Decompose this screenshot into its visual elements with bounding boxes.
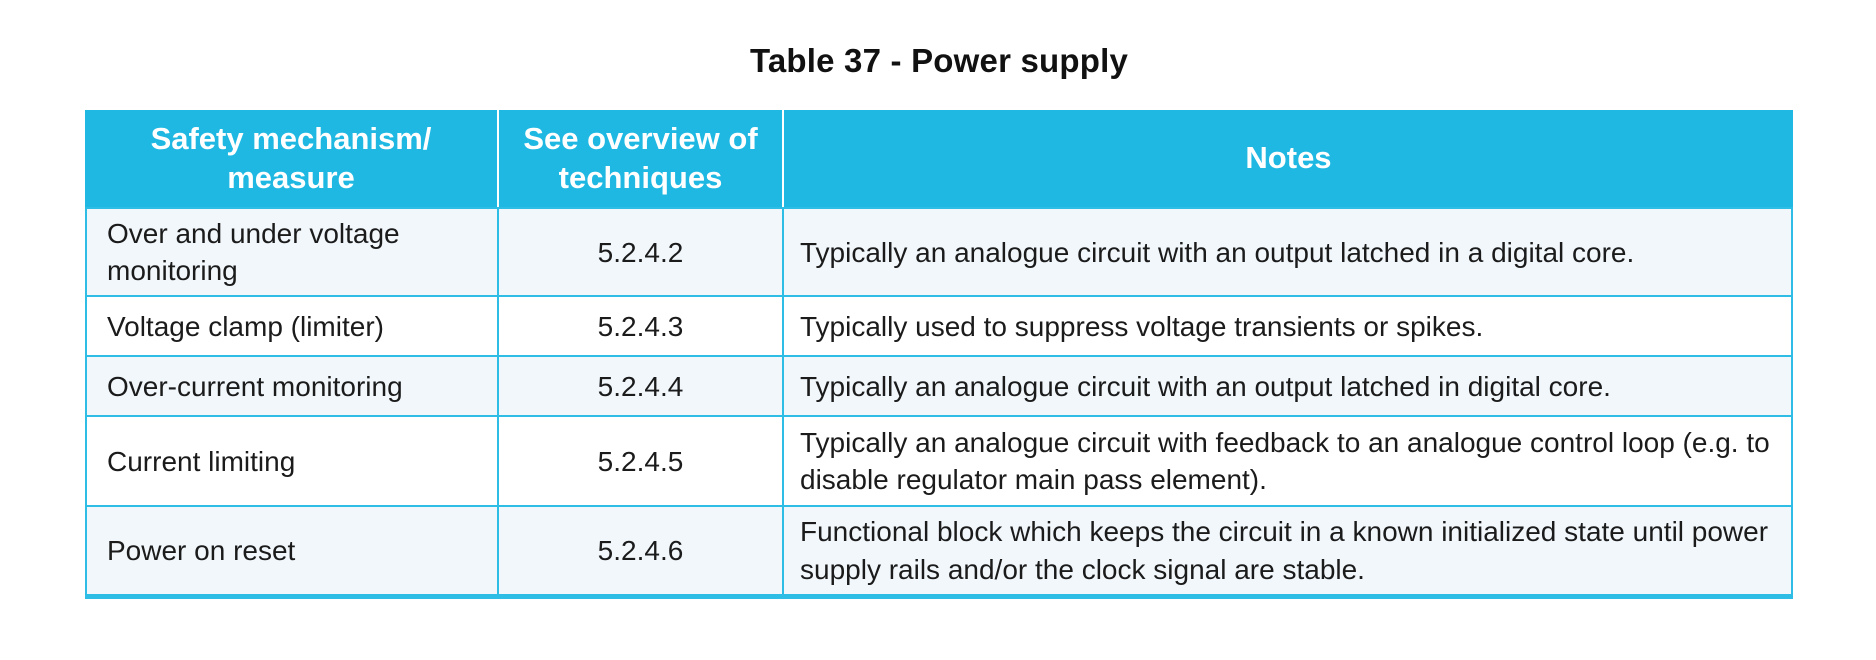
cell-technique: 5.2.4.2 xyxy=(497,207,782,296)
table-row: Power on reset 5.2.4.6 Functional block … xyxy=(85,505,1793,599)
cell-technique: 5.2.4.4 xyxy=(497,355,782,416)
table-row: Over-current monitoring 5.2.4.4 Typicall… xyxy=(85,355,1793,416)
col-header-safety-mechanism: Safety mechanism/ measure xyxy=(85,110,497,207)
cell-mechanism: Voltage clamp (limiter) xyxy=(85,295,497,356)
table-container: Table 37 - Power supply Safety mechanism… xyxy=(85,0,1793,599)
table-caption: Table 37 - Power supply xyxy=(749,42,1129,79)
cell-notes: Typically an analogue circuit with an ou… xyxy=(782,355,1793,416)
col-header-see-overview: See overview of techniques xyxy=(497,110,782,207)
header-row: Safety mechanism/ measure See overview o… xyxy=(85,110,1793,207)
cell-mechanism: Current limiting xyxy=(85,415,497,506)
table-row: Voltage clamp (limiter) 5.2.4.3 Typicall… xyxy=(85,295,1793,356)
cell-notes: Typically an analogue circuit with feedb… xyxy=(782,415,1793,506)
table-row: Over and under voltage monitoring 5.2.4.… xyxy=(85,207,1793,296)
cell-technique: 5.2.4.5 xyxy=(497,415,782,506)
cell-technique: 5.2.4.6 xyxy=(497,505,782,599)
cell-notes: Functional block which keeps the circuit… xyxy=(782,505,1793,599)
cell-mechanism: Over and under voltage monitoring xyxy=(85,207,497,296)
table-row: Current limiting 5.2.4.5 Typically an an… xyxy=(85,415,1793,506)
power-supply-table: Safety mechanism/ measure See overview o… xyxy=(85,110,1793,599)
cell-technique: 5.2.4.3 xyxy=(497,295,782,356)
cell-mechanism: Power on reset xyxy=(85,505,497,599)
col-header-notes: Notes xyxy=(782,110,1793,207)
cell-notes: Typically an analogue circuit with an ou… xyxy=(782,207,1793,296)
cell-notes: Typically used to suppress voltage trans… xyxy=(782,295,1793,356)
cell-mechanism: Over-current monitoring xyxy=(85,355,497,416)
